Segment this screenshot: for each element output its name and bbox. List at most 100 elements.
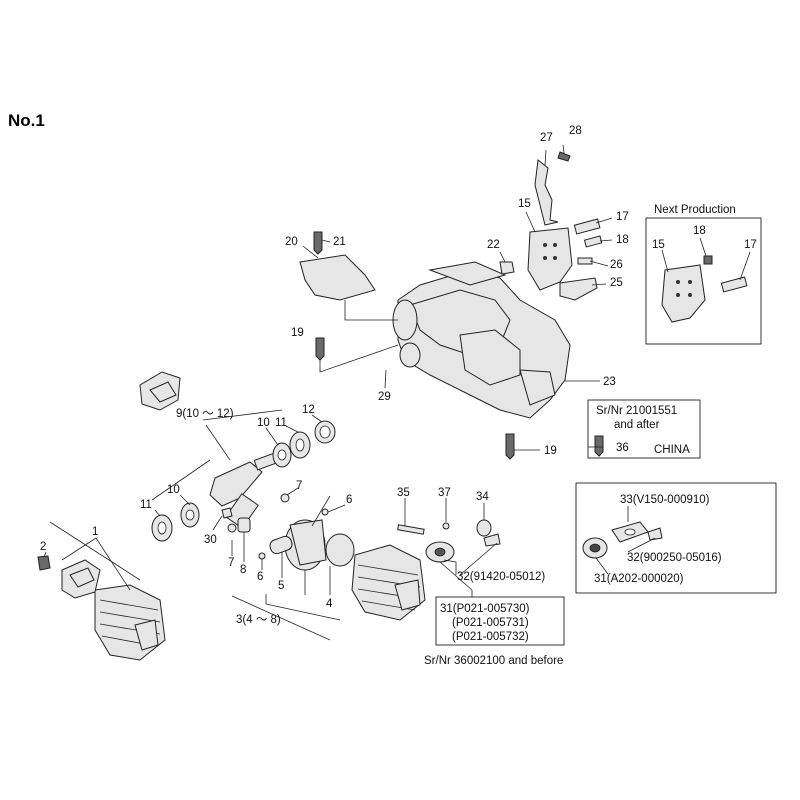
screw-part-36	[594, 435, 604, 457]
seal-part-11-lower	[151, 514, 173, 542]
clip-part-6-lower	[258, 552, 266, 560]
callout-37: 37	[438, 487, 451, 499]
pin-part-5	[269, 535, 293, 555]
callout-31-old-b: (P021-005731)	[452, 617, 529, 629]
plug-part-34	[476, 519, 492, 537]
callout-33: 33(V150-000910)	[620, 494, 710, 506]
screw-part-2	[37, 555, 51, 571]
callout-28: 28	[569, 125, 582, 137]
guide-plate-part-15	[527, 227, 573, 291]
callout-2: 2	[40, 541, 46, 553]
washer-part-7-upper	[280, 493, 290, 503]
screw-part-32-new	[647, 527, 663, 541]
callout-31-old-c: (P021-005732)	[452, 631, 529, 643]
china-label: CHINA	[654, 444, 690, 456]
callout-12: 12	[302, 404, 315, 416]
callout-17-next: 17	[744, 239, 757, 251]
and-after-label: and after	[614, 419, 660, 431]
crankcase-part-23	[392, 261, 571, 419]
page-title: No.1	[8, 111, 45, 130]
callout-7-lower: 7	[228, 557, 234, 569]
stud-part-18	[583, 235, 603, 248]
next-production-box	[645, 217, 762, 345]
callout-19-lower: 19	[544, 445, 557, 457]
tensioner-part-25	[559, 277, 598, 301]
callout-10-upper: 10	[257, 417, 270, 429]
nut-part-37	[442, 522, 450, 530]
cylinder-old-version	[351, 544, 426, 621]
adaptor-part-31-new	[582, 537, 608, 559]
chain-catcher-part-27	[534, 159, 559, 226]
washer-part-7-lower	[227, 523, 237, 533]
screw-part-21	[313, 231, 323, 255]
callout-25: 25	[610, 277, 623, 289]
callout-19-upper: 19	[291, 327, 304, 339]
serial-after-label: Sr/Nr 21001551	[596, 405, 677, 417]
callout-29: 29	[378, 391, 391, 403]
callout-7-upper: 7	[296, 480, 302, 492]
callout-9: 9(10 ～ 12)	[176, 408, 234, 420]
seal-part-11-upper	[289, 431, 311, 459]
intake-flange-part-31	[425, 541, 455, 563]
china-variant-box	[587, 399, 701, 459]
callout-31-new: 31(A202-000020)	[594, 573, 684, 585]
piston-part-4	[284, 519, 327, 571]
guide-plate-next-part-15	[661, 264, 706, 323]
serial-before-note: Sr/Nr 36002100 and before	[424, 655, 563, 667]
callout-8: 8	[240, 564, 246, 576]
callout-20: 20	[285, 236, 298, 248]
screw-part-32	[483, 533, 501, 547]
callout-3: 3(4 ～ 8)	[236, 614, 281, 626]
callout-31-old-a: 31(P021-005730)	[440, 603, 530, 615]
callout-6-lower: 6	[257, 571, 263, 583]
clip-part-6-upper	[321, 508, 329, 516]
callout-1: 1	[92, 526, 98, 538]
bearing-part-10-upper	[272, 442, 292, 468]
callout-21: 21	[333, 236, 346, 248]
bolt-part-26	[577, 257, 593, 265]
callout-32-new: 32(900250-05016)	[627, 552, 722, 564]
cover-part-20	[299, 254, 376, 301]
next-production-label: Next Production	[654, 204, 736, 216]
stud-next-part-17	[720, 276, 748, 293]
screw-part-19-upper	[315, 337, 325, 361]
bolt-part-28	[557, 151, 571, 162]
stud-part-35	[397, 524, 425, 535]
callout-4: 4	[326, 598, 333, 610]
ring-part-4	[325, 533, 355, 567]
cover-part-1-small	[61, 559, 101, 599]
leader-lines	[43, 144, 751, 641]
callout-35: 35	[397, 487, 410, 499]
stud-part-17	[573, 218, 601, 235]
callout-27: 27	[540, 132, 553, 144]
callout-6-upper: 6	[346, 494, 352, 506]
callout-26: 26	[610, 259, 623, 271]
nut-part-22	[499, 261, 515, 275]
callout-22: 22	[487, 239, 500, 251]
spring-part-12	[314, 420, 336, 444]
callout-34: 34	[476, 491, 489, 503]
callout-32-old: 32(91420-05012)	[457, 571, 545, 583]
callout-18-next: 18	[693, 225, 706, 237]
callout-23: 23	[603, 376, 616, 388]
pulley-cover-top-left	[139, 371, 181, 411]
callout-5: 5	[278, 580, 284, 592]
bearing-part-10-lower	[180, 502, 200, 528]
screw-part-19-lower	[505, 433, 515, 460]
callout-10-lower: 10	[167, 484, 180, 496]
callout-36: 36	[616, 442, 629, 454]
callout-17: 17	[616, 211, 629, 223]
bolt-next-part-18	[703, 255, 713, 265]
callout-11-lower: 11	[140, 499, 152, 511]
gasket-part-33	[611, 521, 649, 543]
callout-11-upper: 11	[275, 417, 287, 429]
adaptor-variant-box	[575, 482, 777, 594]
bearing-part-8	[237, 517, 251, 533]
callout-18: 18	[616, 234, 629, 246]
callout-15: 15	[518, 198, 531, 210]
cylinder-part-1	[94, 584, 166, 661]
callout-15-next: 15	[652, 239, 665, 251]
callout-30: 30	[204, 534, 217, 546]
old-version-part-box	[435, 596, 565, 646]
